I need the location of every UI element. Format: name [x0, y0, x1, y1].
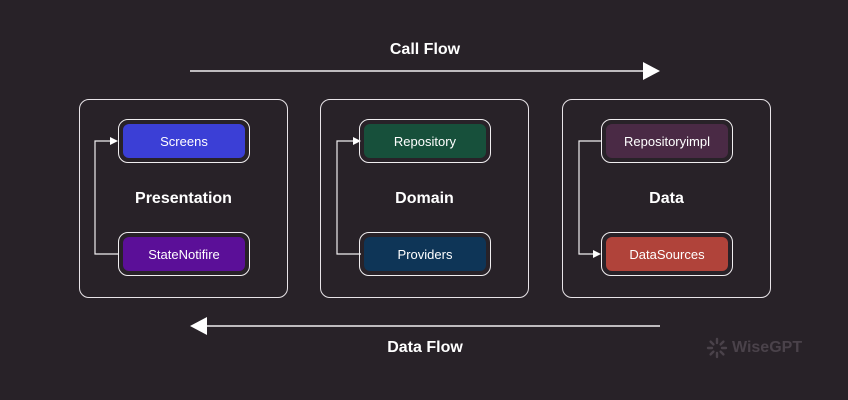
datasources-node: DataSources	[601, 232, 733, 276]
presentation-layer-title: Presentation	[135, 190, 232, 207]
screens-node-label: Screens	[123, 124, 245, 158]
wisegpt-logo-text: WiseGPT	[732, 339, 803, 356]
domain-layer: Domain	[320, 99, 529, 298]
screens-node: Screens	[118, 119, 250, 163]
statenotifire-node: StateNotifire	[118, 232, 250, 276]
call-flow-arrow-head	[643, 62, 660, 80]
presentation-connector	[94, 140, 118, 255]
repository-node: Repository	[359, 119, 491, 163]
data-layer-title: Data	[649, 190, 684, 207]
datasources-node-label: DataSources	[606, 237, 728, 271]
domain-connector-head	[353, 137, 361, 145]
statenotifire-node-label: StateNotifire	[123, 237, 245, 271]
data-flow-label: Data Flow	[387, 339, 463, 356]
call-flow-label: Call Flow	[389, 41, 461, 58]
data-layer: Data	[562, 99, 771, 298]
repository-node-label: Repository	[364, 124, 486, 158]
wisegpt-logo-icon	[706, 337, 728, 359]
providers-node-label: Providers	[364, 237, 486, 271]
wisegpt-watermark: WiseGPT	[706, 337, 802, 359]
domain-layer-title: Domain	[395, 190, 454, 207]
presentation-connector-head	[110, 137, 118, 145]
data-connector-head	[593, 250, 601, 258]
domain-connector	[336, 140, 361, 255]
presentation-layer: Presentation	[79, 99, 288, 298]
repositoryimpl-node: Repositoryimpl	[601, 119, 733, 163]
data-flow-arrow-head	[190, 317, 207, 335]
repositoryimpl-node-label: Repositoryimpl	[606, 124, 728, 158]
providers-node: Providers	[359, 232, 491, 276]
data-connector	[578, 140, 601, 255]
